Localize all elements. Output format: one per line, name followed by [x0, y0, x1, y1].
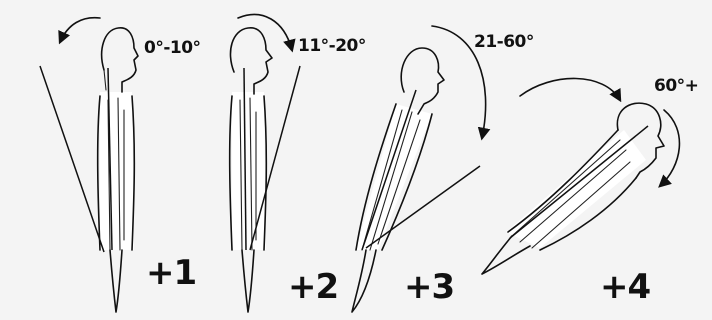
figure-1	[40, 18, 138, 312]
figure-3-head	[401, 48, 444, 114]
stage-2-grade-label: +2	[288, 270, 338, 304]
stage-2-range-label: 11°-20°	[298, 38, 366, 55]
stage-1-grade-label: +1	[146, 256, 196, 290]
figure-4-arrow-side	[660, 110, 679, 186]
figure-1-reference-line	[40, 66, 104, 252]
stage-4-grade-label: +4	[600, 270, 650, 304]
stage-4-range-label: 60°+	[654, 78, 698, 95]
figure-2-head	[230, 28, 272, 94]
stage-3-range-label: 21-60°	[474, 34, 534, 51]
figure-4	[482, 78, 679, 274]
figure-1-arrow	[60, 18, 100, 42]
figure-4-arrow-top	[520, 78, 620, 100]
stage-3-grade-label: +3	[404, 270, 454, 304]
figure-1-head	[102, 28, 138, 92]
figure-4-body-line	[510, 126, 648, 238]
stage-1-range-label: 0°-10°	[144, 40, 201, 57]
